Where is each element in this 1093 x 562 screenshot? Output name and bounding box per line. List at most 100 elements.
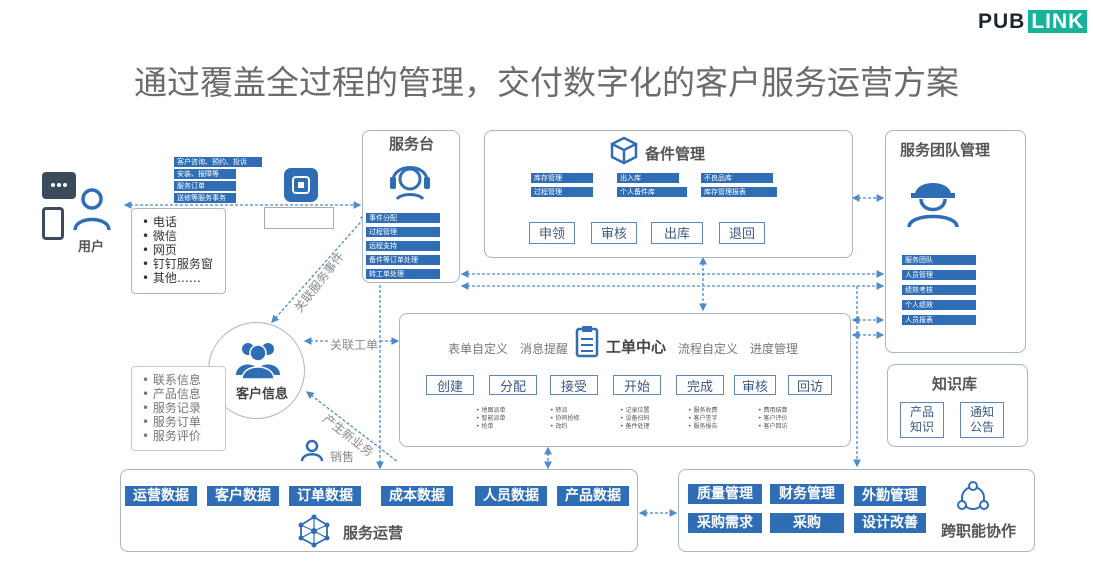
user-icon bbox=[73, 188, 111, 231]
spare-parts-btn-return: 退回 bbox=[719, 222, 765, 244]
link-sales: 销售 bbox=[330, 450, 355, 464]
spare-parts-tag-4: 过程管理 bbox=[531, 187, 593, 197]
user-request-tag-1: 客户咨询、预约、投诉 bbox=[174, 157, 262, 167]
collaboration-icon bbox=[957, 481, 989, 510]
customer-title: 客户信息 bbox=[236, 387, 289, 402]
spare-parts-tag-1: 库存管理 bbox=[531, 173, 593, 183]
team-panel: 服务团队管理 服务团队 人员管理 绩效考核 个人绩效 人员报表 bbox=[885, 130, 1026, 353]
page-title: 通过覆盖全过程的管理，交付数字化的客户服务运营方案 bbox=[134, 63, 959, 102]
work-order-panel: 表单自定义 消息提醒 工单中心 流程自定义 进度管理 创建 分配 接受 开始 完… bbox=[399, 313, 851, 447]
spare-parts-tag-5: 个人备件库 bbox=[617, 187, 687, 197]
operations-panel: 运营数据 客户数据 订单数据 成本数据 人员数据 产品数据 服务运营 bbox=[120, 469, 638, 552]
chat-icon bbox=[42, 172, 76, 199]
customer-info-list: • 联系信息 • 产品信息 • 服务记录 • 服务订单 • 服务评价 bbox=[131, 366, 226, 451]
phone-icon bbox=[42, 207, 64, 240]
team-item-4: 个人绩效 bbox=[902, 300, 976, 310]
logo-link: LINK bbox=[1028, 10, 1088, 33]
detail-col-4: • 服务收费• 客户签字• 服务报告 bbox=[688, 407, 718, 430]
collab-item-quality: 质量管理 bbox=[688, 484, 762, 504]
sales-person-icon bbox=[300, 439, 324, 462]
spare-parts-tag-3: 不良品库 bbox=[701, 173, 773, 183]
knowledge-panel: 知识库 产品 知识 通知 公告 bbox=[887, 364, 1028, 447]
work-order-title: 工单中心 bbox=[606, 338, 667, 356]
user-request-tag-2: 安装、报障等 bbox=[174, 169, 236, 179]
team-item-5: 人员报表 bbox=[902, 315, 976, 325]
team-item-3: 绩效考核 bbox=[902, 285, 976, 295]
customer-info-item: • 服务记录 bbox=[142, 401, 201, 415]
service-desk-item-2: 过程管理 bbox=[366, 227, 440, 237]
spare-parts-btn-outbound: 出库 bbox=[651, 222, 703, 244]
detail-col-3: • 记录位置• 设备扫码• 备件处理 bbox=[620, 407, 650, 430]
logo-pub: PUB bbox=[978, 10, 1026, 33]
service-desk-panel: 服务台 事件分配 过程管理 远程支持 备件等订单处理 转工单处理 bbox=[362, 130, 460, 283]
worker-icon bbox=[907, 183, 959, 228]
detail-col-2: • 转派• 协同抢修• 改约 bbox=[550, 407, 580, 430]
channel-item: • 网页 bbox=[142, 243, 177, 257]
input-box bbox=[264, 207, 334, 229]
ops-item-5: 人员数据 bbox=[475, 486, 547, 506]
work-order-feature-1: 表单自定义 bbox=[448, 342, 509, 356]
user-label: 用户 bbox=[78, 240, 105, 255]
customer-info-item: • 产品信息 bbox=[142, 387, 201, 401]
collab-item-design: 设计改善 bbox=[854, 513, 926, 533]
work-order-feature-4: 进度管理 bbox=[750, 342, 799, 356]
team-item-1: 服务团队 bbox=[902, 255, 976, 265]
link-related-events: 关联服务事件 bbox=[291, 249, 347, 315]
service-desk-item-4: 备件等订单处理 bbox=[366, 255, 440, 265]
ops-item-3: 订单数据 bbox=[289, 486, 361, 506]
ops-item-6: 产品数据 bbox=[557, 486, 629, 506]
step-create: 创建 bbox=[426, 375, 474, 395]
box-icon bbox=[610, 136, 638, 165]
spare-parts-btn-review: 审核 bbox=[591, 222, 637, 244]
user-request-tag-4: 送修等服务事务 bbox=[174, 193, 236, 203]
operations-title: 服务运营 bbox=[343, 524, 404, 542]
customers-icon bbox=[236, 343, 280, 380]
work-order-feature-2: 消息提醒 bbox=[520, 342, 569, 356]
team-item-2: 人员管理 bbox=[902, 270, 976, 280]
team-title: 服务团队管理 bbox=[900, 141, 991, 159]
knowledge-item-notice: 通知 公告 bbox=[960, 402, 1004, 438]
link-related-orders: 关联工单 bbox=[330, 336, 379, 353]
collab-title: 跨职能协作 bbox=[941, 522, 1017, 540]
collab-item-field: 外勤管理 bbox=[854, 486, 926, 506]
channel-list-panel: • 电话 • 微信 • 网页 • 钉钉服务窗 • 其他…… bbox=[131, 208, 226, 294]
collab-item-purchase: 采购 bbox=[770, 513, 844, 533]
collab-item-purchase-request: 采购需求 bbox=[688, 513, 762, 533]
headset-icon bbox=[390, 166, 430, 201]
channel-item: • 钉钉服务窗 bbox=[142, 257, 213, 271]
network-icon bbox=[298, 514, 330, 548]
channel-item: • 电话 bbox=[142, 215, 177, 229]
customer-info-item: • 联系信息 bbox=[142, 373, 201, 387]
step-review: 审核 bbox=[734, 375, 776, 395]
user-request-tag-3: 服务订单 bbox=[174, 181, 236, 191]
customer-info-item: • 服务订单 bbox=[142, 415, 201, 429]
ops-item-4: 成本数据 bbox=[381, 486, 453, 506]
channel-item: • 其他…… bbox=[142, 271, 201, 285]
spare-parts-tag-6: 库存管理报表 bbox=[701, 187, 777, 197]
clipboard-icon bbox=[575, 326, 599, 358]
spare-parts-title: 备件管理 bbox=[645, 145, 706, 163]
detail-col-5: • 费用结算• 客户评价• 客户回访 bbox=[758, 407, 788, 430]
detail-col-1: • 地图派单• 智能派单• 抢单 bbox=[476, 407, 506, 430]
service-desk-item-1: 事件分配 bbox=[366, 213, 440, 223]
knowledge-title: 知识库 bbox=[932, 375, 978, 393]
spare-parts-tag-2: 出入库 bbox=[617, 173, 679, 183]
customer-info-item: • 服务评价 bbox=[142, 429, 201, 443]
work-order-feature-3: 流程自定义 bbox=[678, 342, 739, 356]
step-start: 开始 bbox=[613, 375, 661, 395]
channel-item: • 微信 bbox=[142, 229, 177, 243]
ops-item-2: 客户数据 bbox=[207, 486, 279, 506]
collab-item-finance: 财务管理 bbox=[770, 484, 844, 504]
step-finish: 完成 bbox=[676, 375, 724, 395]
service-desk-title: 服务台 bbox=[389, 135, 435, 153]
scan-icon bbox=[284, 168, 318, 202]
service-desk-item-3: 远程支持 bbox=[366, 241, 440, 251]
step-assign: 分配 bbox=[489, 375, 537, 395]
knowledge-item-product: 产品 知识 bbox=[900, 402, 944, 438]
spare-parts-btn-apply: 申领 bbox=[529, 222, 575, 244]
spare-parts-panel: 备件管理 库存管理 出入库 不良品库 过程管理 个人备件库 库存管理报表 申领 … bbox=[484, 130, 853, 258]
ops-item-1: 运营数据 bbox=[125, 486, 197, 506]
step-accept: 接受 bbox=[550, 375, 598, 395]
step-revisit: 回访 bbox=[788, 375, 832, 395]
